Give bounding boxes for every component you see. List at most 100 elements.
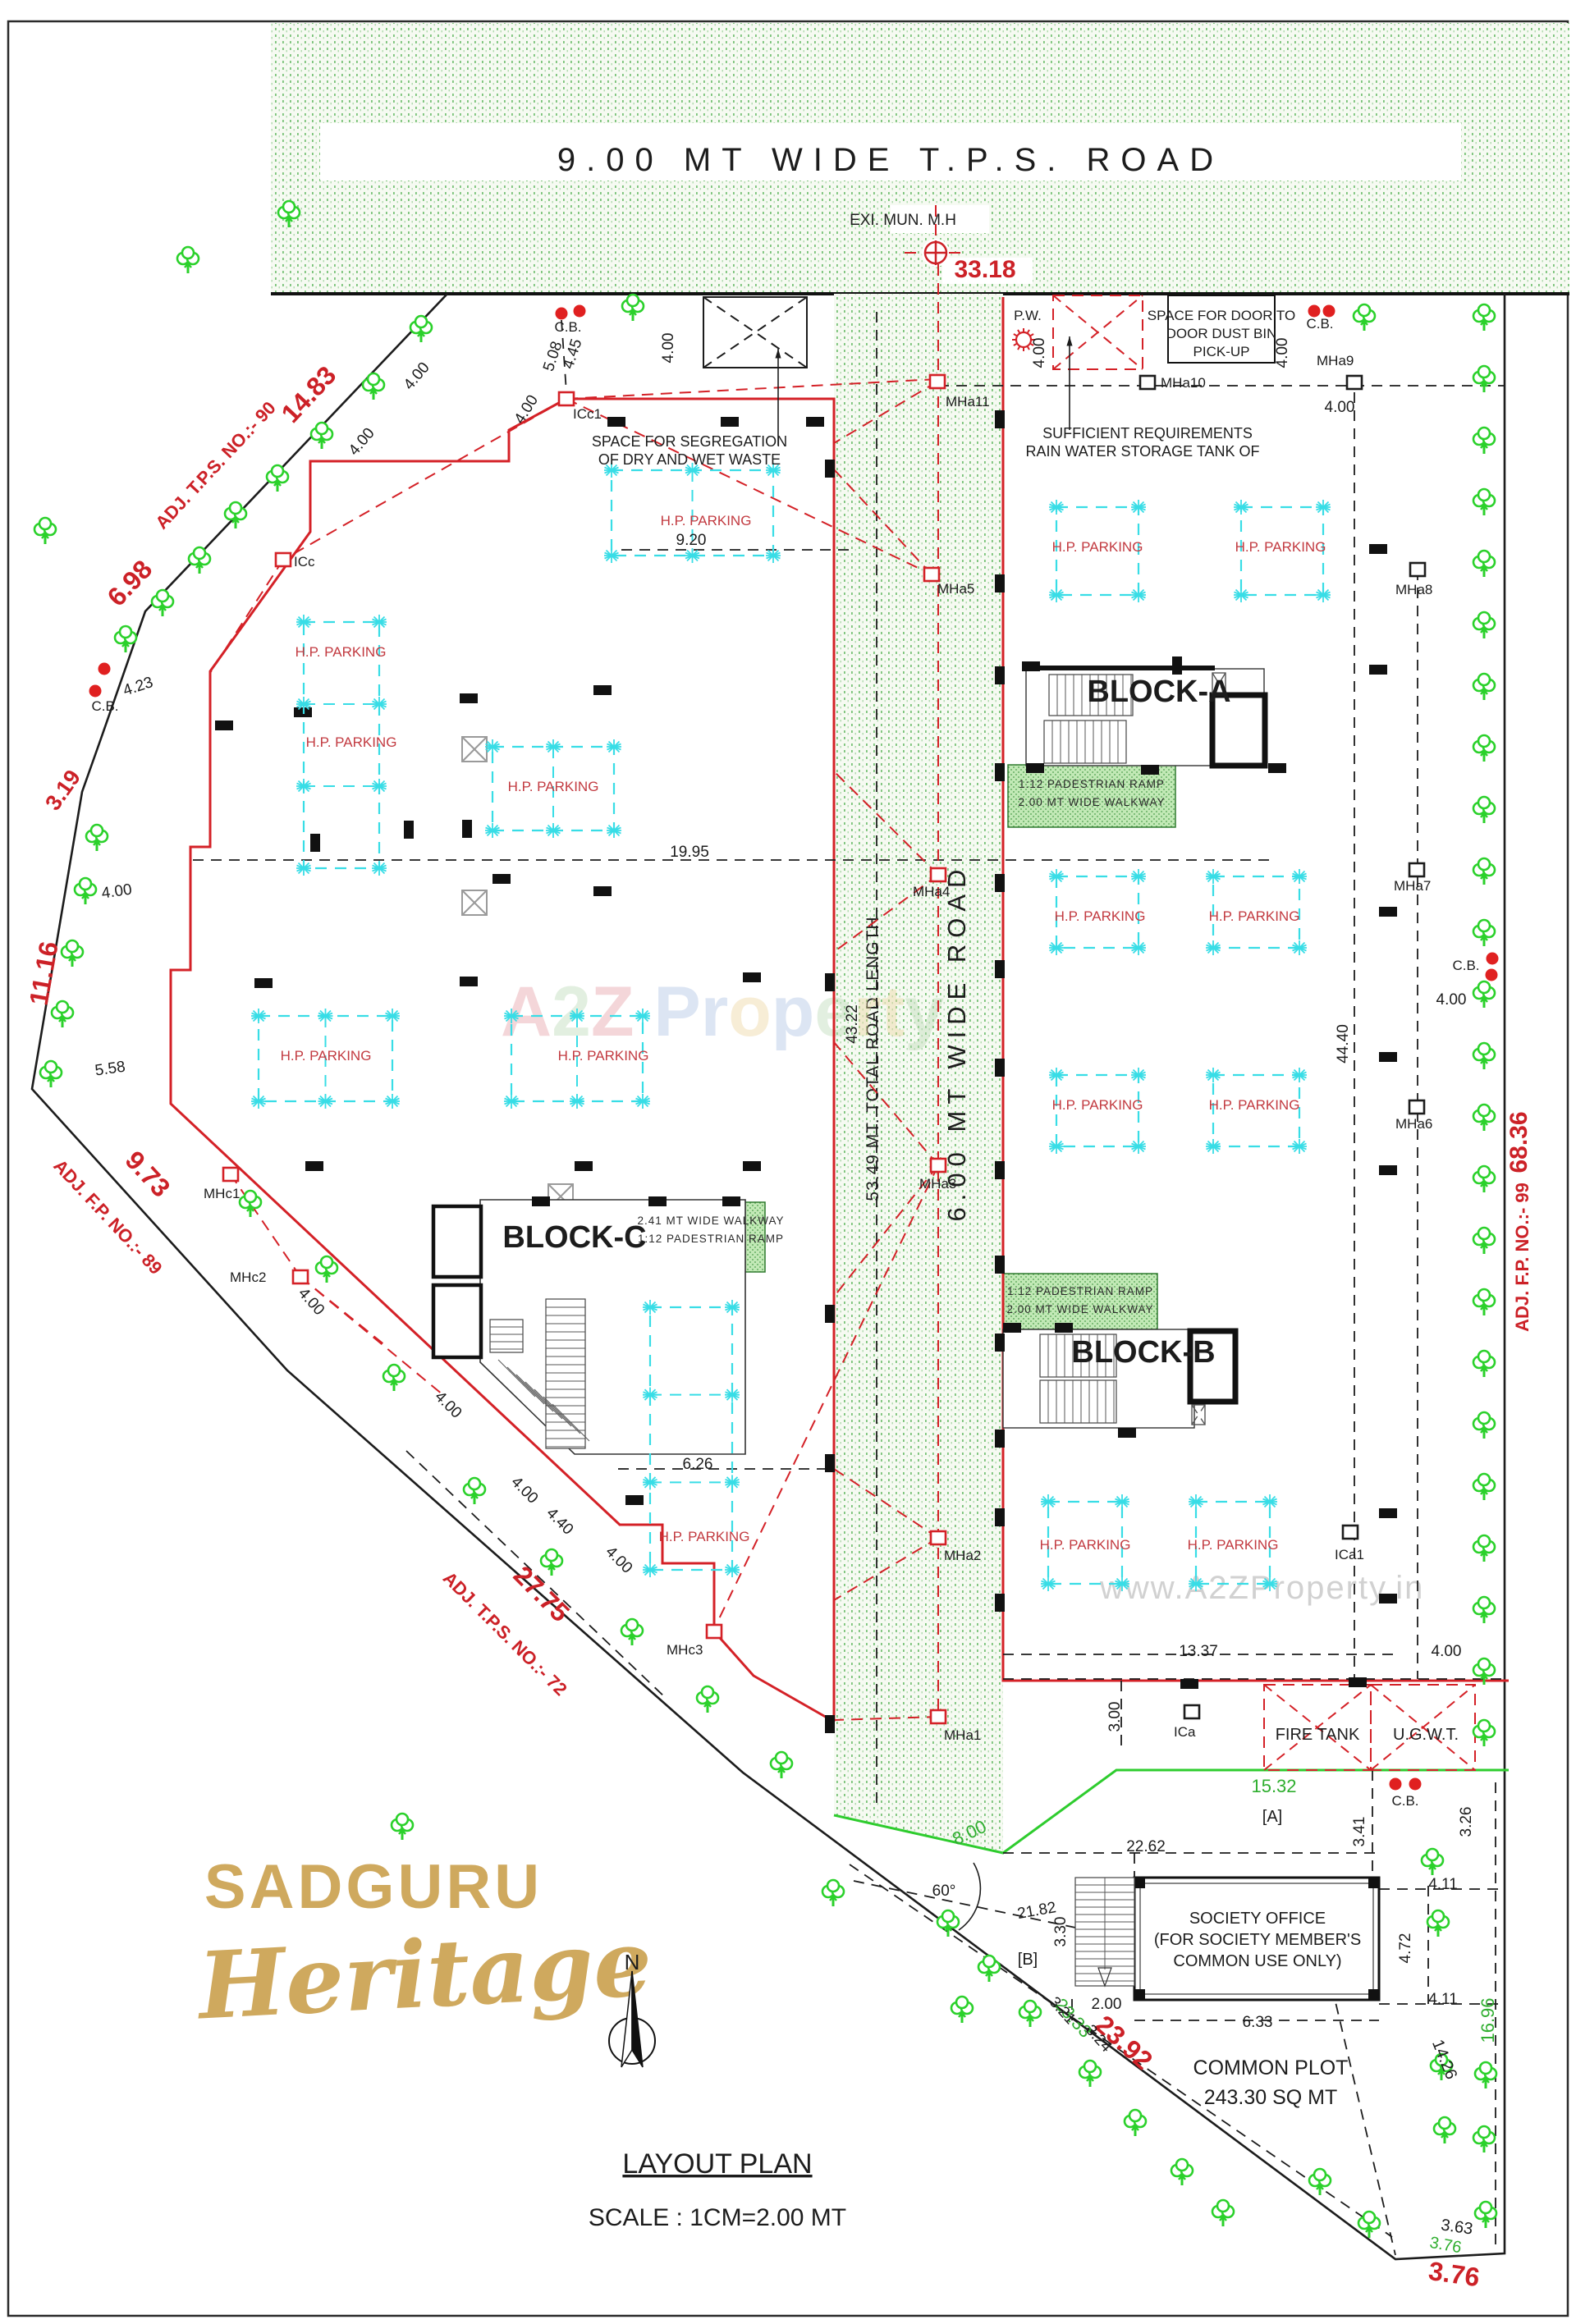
manhole-label: MHc3 bbox=[667, 1642, 703, 1658]
tree-icon bbox=[462, 1476, 487, 1506]
column-marker bbox=[1268, 763, 1286, 773]
tree-icon bbox=[60, 939, 85, 968]
parking-star-icon bbox=[250, 1008, 267, 1024]
hp-parking-label: H.P. PARKING bbox=[281, 1048, 372, 1064]
manhole-marker bbox=[222, 1166, 240, 1183]
manhole-marker bbox=[274, 551, 292, 568]
north-arrow-icon bbox=[608, 1970, 656, 2068]
service-line bbox=[405, 1450, 667, 1700]
note-label: U.G.W.T. bbox=[1393, 1726, 1459, 1744]
parking-star-icon bbox=[1291, 940, 1308, 956]
parking-star-icon bbox=[1262, 1494, 1278, 1510]
dim-label: 14.26 bbox=[1428, 2037, 1460, 2082]
hp-parking-label: H.P. PARKING bbox=[558, 1048, 649, 1064]
dim-label: 4.00 bbox=[1031, 338, 1048, 368]
parking-star-icon bbox=[642, 1299, 658, 1315]
column-marker bbox=[806, 417, 824, 427]
parking-bay bbox=[302, 620, 381, 870]
column-marker bbox=[462, 820, 472, 838]
drain-line bbox=[566, 378, 938, 400]
parking-star-icon bbox=[296, 696, 312, 712]
manhole-label: MHa4 bbox=[913, 884, 950, 899]
parking-star-icon bbox=[250, 1093, 267, 1109]
drain-line bbox=[833, 1468, 939, 1539]
drain-line bbox=[833, 469, 932, 575]
tree-icon bbox=[1472, 918, 1496, 948]
parking-star-icon bbox=[1048, 1067, 1065, 1083]
drain-line bbox=[231, 1176, 301, 1278]
drain-line bbox=[833, 1716, 939, 1721]
parking-star-icon bbox=[1114, 1576, 1130, 1592]
note-label: EXI. MUN. M.H bbox=[850, 212, 956, 229]
column-marker bbox=[995, 574, 1005, 592]
utility-box-hatch bbox=[1212, 672, 1226, 695]
grid-marker bbox=[461, 890, 488, 916]
tree-icon bbox=[977, 1954, 1001, 1983]
tree-icon bbox=[1472, 672, 1496, 702]
catch-basin-icon bbox=[573, 304, 586, 318]
parking-star-icon bbox=[606, 822, 622, 839]
manhole-label: MHa11 bbox=[946, 394, 990, 409]
ramp-label: 1:12 PADESTRIAN RAMP bbox=[1019, 778, 1165, 790]
dim-label: 3.30 bbox=[1052, 1917, 1070, 1947]
parking-star-icon bbox=[1114, 1494, 1130, 1510]
tree-icon bbox=[1472, 1164, 1496, 1194]
column-marker bbox=[995, 1161, 1005, 1179]
site-boundary bbox=[30, 293, 1506, 2261]
parking-star-icon bbox=[1048, 499, 1065, 515]
note-label: SOCIETY OFFICE bbox=[1189, 1910, 1326, 1928]
manhole-label: MHc2 bbox=[230, 1270, 266, 1285]
tree-icon bbox=[1018, 1999, 1042, 2029]
tree-icon bbox=[1432, 2116, 1457, 2145]
hp-parking-label: H.P. PARKING bbox=[1052, 539, 1143, 555]
stair-tread bbox=[515, 1374, 554, 1412]
tree-icon bbox=[821, 1878, 845, 1908]
parking-bay bbox=[1212, 875, 1301, 949]
hp-parking-label: H.P. PARKING bbox=[1209, 908, 1300, 924]
society-office-inner bbox=[1139, 1883, 1374, 1995]
column-marker bbox=[215, 721, 233, 730]
hp-parking-label: H.P. PARKING bbox=[659, 1529, 750, 1544]
column-marker bbox=[825, 1305, 835, 1323]
parking-star-icon bbox=[545, 739, 561, 755]
boundary-dim: 68.36 bbox=[1505, 1111, 1532, 1173]
lift-shaft bbox=[1187, 1328, 1239, 1405]
office-corner-column bbox=[1368, 1989, 1379, 2000]
manhole-label: MHa8 bbox=[1395, 582, 1432, 597]
project-logo-name: SADGURU bbox=[204, 1852, 543, 1922]
tree-icon bbox=[1472, 1349, 1496, 1379]
tree-icon bbox=[1472, 1103, 1496, 1132]
service-line bbox=[853, 1880, 1080, 1929]
parking-star-icon bbox=[1205, 1138, 1221, 1155]
column-marker bbox=[1369, 544, 1387, 554]
parking-star-icon bbox=[503, 1008, 520, 1024]
tree-icon bbox=[390, 1812, 415, 1841]
hp-parking-label: H.P. PARKING bbox=[1052, 1097, 1143, 1113]
manhole-marker bbox=[1341, 1524, 1359, 1540]
tps-road-label: 9.00 MT WIDE T.P.S. ROAD bbox=[557, 142, 1224, 178]
column-marker bbox=[743, 972, 761, 982]
parking-star-icon bbox=[1291, 1138, 1308, 1155]
parking-star-icon bbox=[642, 1562, 658, 1578]
tree-icon bbox=[33, 516, 57, 546]
manhole-label: ICc bbox=[294, 554, 315, 570]
parking-star-icon bbox=[296, 778, 312, 794]
plot-boundary-left bbox=[169, 397, 835, 1723]
catch-basin-icon bbox=[1486, 952, 1499, 965]
office-corner-column bbox=[1134, 1878, 1145, 1888]
green-dim: 3.76 bbox=[1428, 2234, 1463, 2257]
dim-label: 3.00 bbox=[1106, 1702, 1124, 1732]
column-marker bbox=[310, 834, 320, 852]
manhole-label: MHa9 bbox=[1317, 353, 1354, 368]
column-marker bbox=[995, 1430, 1005, 1448]
column-marker bbox=[492, 874, 511, 884]
block-c-room bbox=[431, 1283, 483, 1360]
drain-line bbox=[833, 771, 939, 876]
parking-star-icon bbox=[484, 739, 501, 755]
column-marker bbox=[1379, 907, 1397, 917]
boundary-dim: 27.75 bbox=[508, 1560, 575, 1627]
parking-star-icon bbox=[1048, 868, 1065, 885]
dim-label: 43.22 bbox=[844, 1004, 861, 1044]
tree-icon bbox=[950, 1995, 974, 2024]
